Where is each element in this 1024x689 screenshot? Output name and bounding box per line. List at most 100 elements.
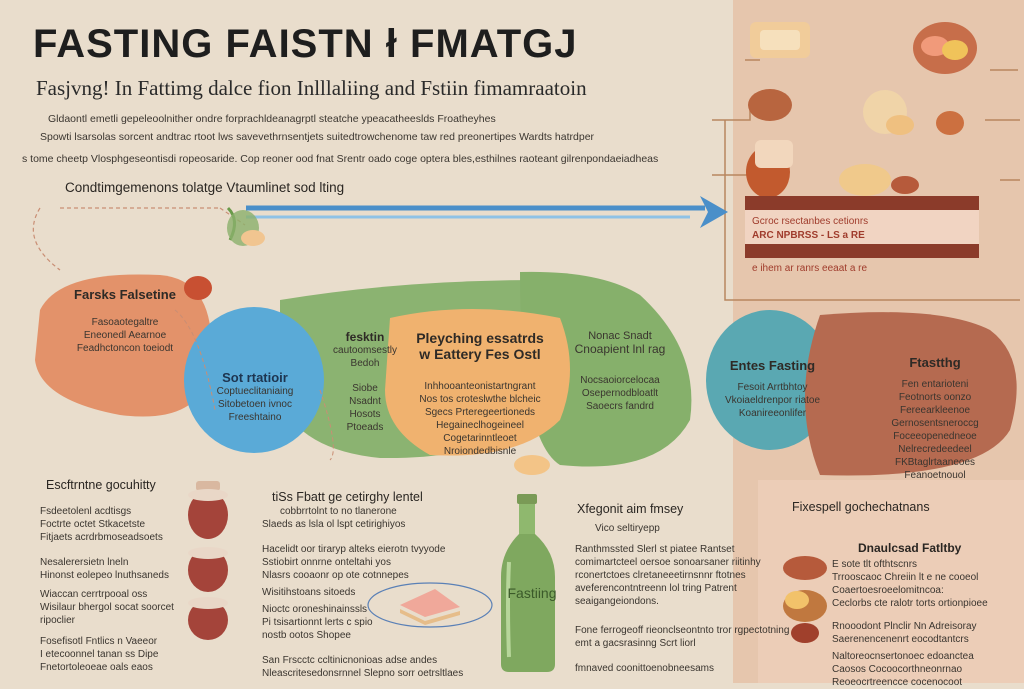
green-right-subtitle: Cnoapient lnl rag: [574, 342, 666, 356]
orange-blob-line: Eneonedl Aearnoe: [83, 330, 167, 341]
bc-line: Hacelidt oor tiraryp alteks eierotn tvyy…: [262, 544, 446, 555]
bmr-line: emt a gacsrasinng Scrt liorl: [575, 638, 696, 649]
bl-line: Fitjaets acrdrbmoseadsoets: [40, 532, 163, 543]
brown-blob-line: Gernosentsneroccg: [891, 418, 979, 429]
brown-blob-line: Foceeopenedneoe: [893, 431, 977, 442]
bmr-line: rconertctoes clretaneeetirnsnnr ftotnes: [575, 570, 746, 581]
bc-line: Wisitihstoans sitoeds: [262, 587, 356, 598]
blue-blob-line: Freeshtaino: [228, 412, 282, 423]
bottle-illustration: [501, 494, 555, 672]
bmr-line: Ranthmssted Slerl st piatee Rantset: [575, 544, 735, 555]
bc-line: Pi tsisartionnt lerts c spio: [262, 617, 373, 628]
orange-blob-title: Farsks Falsetine: [74, 287, 176, 302]
brown-blob-title: Ftastthg: [909, 355, 961, 370]
bc-line: San Frscctc ccltinicnonioas adse andes: [262, 655, 438, 666]
banner-line-3: e ihem ar ranrs eeaat a re: [752, 263, 868, 274]
bottom-center-heading: tiSs Fbatt ge cetirghy lentel: [272, 490, 423, 504]
blue-blob-title: Sot rtatioir: [222, 370, 288, 385]
center-blob-title: Pleyching essatrds: [416, 330, 544, 346]
bl-line: Hinonst eolepeo lnuthsaneds: [40, 570, 169, 581]
stage-blobs: [35, 271, 1017, 476]
green-blob-line: Siobe: [352, 383, 378, 394]
center-blob-line: Sgecs Prteregeertioneds: [424, 407, 536, 418]
banner-line-2: ARC NPBRSS - LS a RE: [752, 230, 865, 241]
bottom-left-heading: Escftrntne gocuhitty: [46, 478, 156, 492]
orange-blob-line: Fasoaotegaltre: [91, 317, 159, 328]
teal-blob-line: Koanireeonlifer: [738, 408, 807, 419]
bottom-mid-right-heading: Xfegonit aim fmsey: [577, 502, 684, 516]
teal-blob-line: Vkoiaeldrenpor riatoe: [724, 395, 821, 406]
green-blob-line: Hosots: [349, 409, 381, 420]
brown-blob-line: Fereearkleenoe: [899, 405, 971, 416]
bmr-line: seaigangeiondons.: [575, 596, 659, 607]
center-blob-line: Cogetarinntleoet: [443, 433, 517, 444]
bl-line: Fosefisotl Fntlics n Vaeeor: [40, 636, 158, 647]
bl-line: I etecoonnel tanan ss Dipe: [40, 649, 159, 660]
bottom-right-subheading: Dnaulcsad Fatltby: [858, 541, 962, 555]
orange-blob-line: Feadhctoncon toeiodt: [76, 343, 174, 354]
bmr-line: Vico seltiryepp: [595, 523, 660, 534]
bmr-line: Fone ferrogeoff rieonclseontnto tror rgp…: [575, 625, 790, 636]
green-right-line: Osepernodbloatlt: [581, 388, 659, 399]
br-line: Trrooscaoc Chreiin lt e ne cooeol: [832, 572, 979, 583]
teal-blob-title: Entes Fasting: [729, 358, 816, 373]
center-blob-subtitle: w Eattery Fes Ostl: [419, 346, 541, 362]
green-blob-line: cautoomsestly: [333, 345, 397, 356]
bottle-label: Fastiing: [507, 585, 557, 601]
bl-line: Fnetortoleoeae oals eaos: [40, 662, 153, 673]
bl-line: Wiaccan cerrtrpooal oss: [40, 589, 148, 600]
bmr-line: comimartcteel oersoe sonoarsaner riitinh…: [575, 557, 761, 568]
br-line: E sote tlt ofthtscnrs: [832, 559, 918, 570]
bc-line: Nlasrs cooaonr op ote cotnnepes: [262, 570, 409, 581]
teal-blob-line: Fesoit Arrtbhtoy: [737, 382, 808, 393]
bc-line: Slaeds as lsla ol lspt cetirighiyos: [262, 519, 406, 530]
banner-line-1: Gcroc rsectanbes cetionrs: [752, 216, 869, 227]
bc-line: cobbrrtolnt to no tlanerone: [280, 506, 397, 517]
brown-blob-line: Nelrecredeedeel: [898, 444, 972, 455]
bl-line: Nesalerersietn lneln: [40, 557, 129, 568]
bl-line: Foctrte octet Stkacetste: [40, 519, 146, 530]
brown-blob-line: Feanoetnouol: [904, 470, 966, 481]
br-line: Saerenencenenrt eocodtantcrs: [832, 634, 969, 645]
bc-line: Nioctc oroneshinainssls: [262, 604, 368, 615]
bc-line: Sstiobirt onnrne onteltahi yos: [262, 557, 391, 568]
br-line: Naltoreocnsertonoec edoanctea: [832, 651, 974, 662]
green-blob-title: fesktin: [345, 330, 385, 344]
bl-line: ripoclier: [40, 615, 76, 626]
intro-line-1: Gldaontl emetli gepeleoolnither ondre fo…: [48, 113, 496, 125]
brown-blob-line: FKBtaglrtaaneoes: [894, 457, 976, 468]
br-line: Ceclorbs cte ralotr torts ortionpioee: [832, 598, 988, 609]
green-right-line: Nocsaoiorcelocaa: [580, 375, 660, 386]
blue-blob-line: Sitobetoen ivnoc: [218, 399, 292, 410]
blue-blob-line: Coptueclitaniaing: [216, 386, 294, 397]
food-pile-icon: [783, 556, 827, 643]
bl-line: Wisilaur bhergol socat soorcet: [40, 602, 174, 613]
bl-line: Fsdeetolenl acdtisgs: [40, 506, 132, 517]
bmr-line: fmnaved coonittoenobneesams: [575, 663, 714, 674]
green-blob-line: Nsadnt: [349, 396, 381, 407]
bc-line: Nleascritesedonsrnnel Slepno sorr oetrsl…: [262, 668, 464, 679]
bc-line: nostb ootos Shopee: [262, 630, 351, 641]
page-title: FASTING FAISTN ł FMATGJ: [33, 22, 578, 66]
green-right-title: Nonac Snadt: [588, 330, 652, 342]
brown-blob-line: Fen entarioteni: [901, 379, 969, 390]
center-blob-line: Inhhooanteonistartngrant: [424, 381, 536, 392]
center-blob-line: Hegaineclhogeineel: [436, 420, 524, 431]
br-line: Coaertoesroeelomitncoa:: [832, 585, 944, 596]
section-heading: Condtimgemenons tolatge Vtaumlinet sod l…: [65, 180, 345, 195]
timeline-arrow: [32, 196, 728, 271]
intro-line-3: s tome cheetp Vlosphgeseontisdi ropeosar…: [22, 153, 659, 165]
bmr-line: aveferencontntreenn lol tring Patrent: [575, 583, 737, 594]
intro-line-2: Spowti lsarsolas sorcent andtrac rtoot l…: [40, 131, 595, 143]
green-blob-line: Bedoh: [350, 358, 380, 369]
sandwich-illustration: [367, 582, 493, 628]
food-illustrations: [745, 22, 979, 258]
center-blob-line: Nroiondedbisnle: [443, 446, 517, 457]
jar-icons: [188, 481, 228, 640]
br-line: Rnooodont Plnclir Nn Adreisoray: [832, 621, 977, 632]
brown-blob-line: Feotnorts oonzo: [898, 392, 972, 403]
br-line: Caosos Cocoocorthneonrnao: [832, 664, 963, 675]
green-right-line: Saoecrs fandrd: [586, 401, 654, 412]
green-blob-line: Ptoeads: [346, 422, 384, 433]
page-subtitle: Fasjvng! In Fattimg dalce fion Inlllalii…: [36, 76, 587, 100]
